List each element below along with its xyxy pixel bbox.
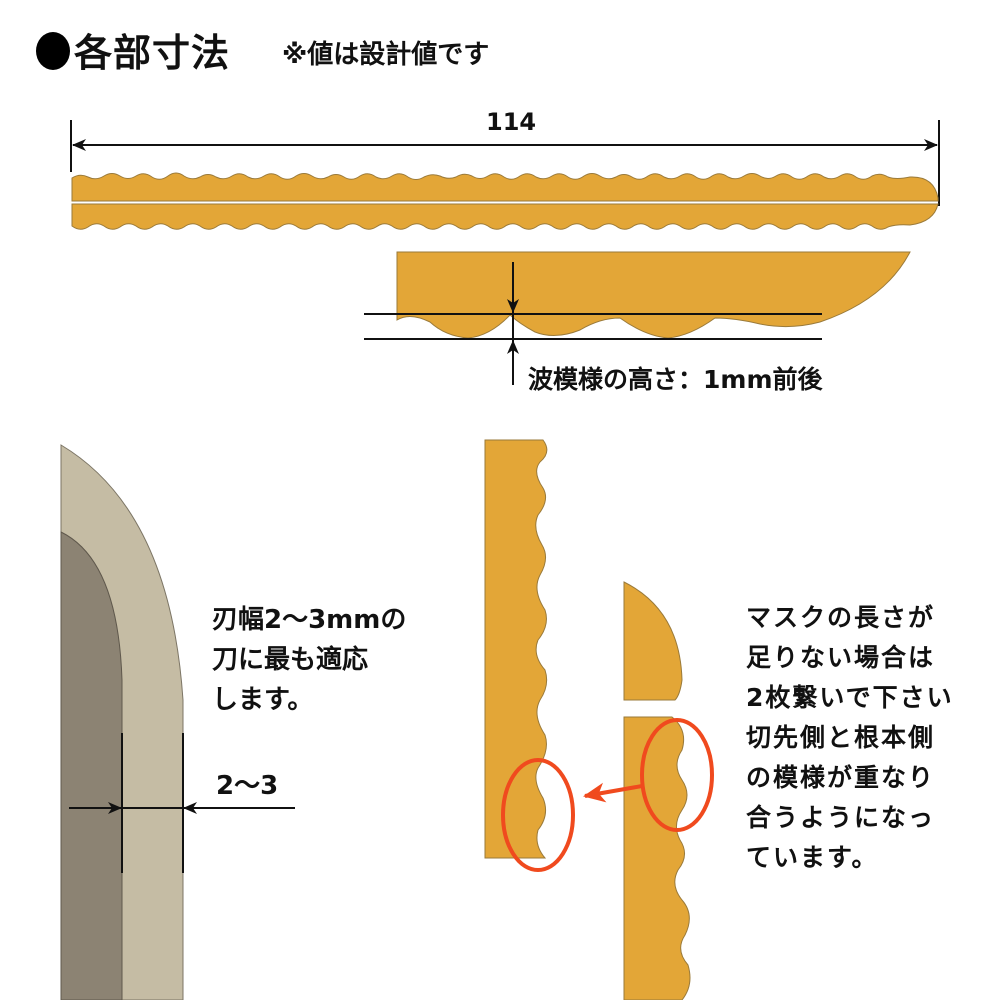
overall-length-label: 114 bbox=[486, 108, 537, 136]
highlight-circle-tip bbox=[640, 718, 714, 832]
page-title-text: 各部寸法 bbox=[74, 31, 231, 75]
red-arrow bbox=[583, 782, 643, 803]
highlight-circle-root bbox=[501, 758, 575, 872]
mask-piece-root bbox=[484, 439, 548, 859]
joining-instructions: マスクの長さが 足りない場合は 2枚繋いで下さい 切先側と根本側 の模様が重なり… bbox=[746, 603, 954, 872]
joining-illustration bbox=[484, 439, 714, 1000]
mask-piece-tip-lower bbox=[623, 716, 691, 1000]
design-value-note: ※値は設計値です bbox=[282, 40, 490, 70]
blade-illustration bbox=[60, 444, 295, 1000]
mask-tip-enlarged bbox=[396, 251, 911, 339]
mask-piece-tip-upper bbox=[623, 581, 683, 701]
mask-strip-upper bbox=[71, 172, 939, 202]
blade-inner bbox=[60, 531, 123, 1000]
blade-width-dimension: 2〜3 bbox=[216, 771, 279, 801]
bullet-icon bbox=[36, 32, 70, 70]
wave-detail bbox=[364, 251, 911, 385]
mask-strip-full bbox=[71, 172, 939, 230]
length-dimension bbox=[70, 120, 940, 206]
blade-compatibility-note: 刃幅2〜3mmの 刀に最も適応 します。 bbox=[212, 605, 407, 715]
mask-strip-lower bbox=[71, 203, 939, 230]
page-title: 各部寸法 bbox=[36, 22, 230, 77]
wave-height-label: 波模様の高さ：1mm前後 bbox=[528, 365, 823, 394]
